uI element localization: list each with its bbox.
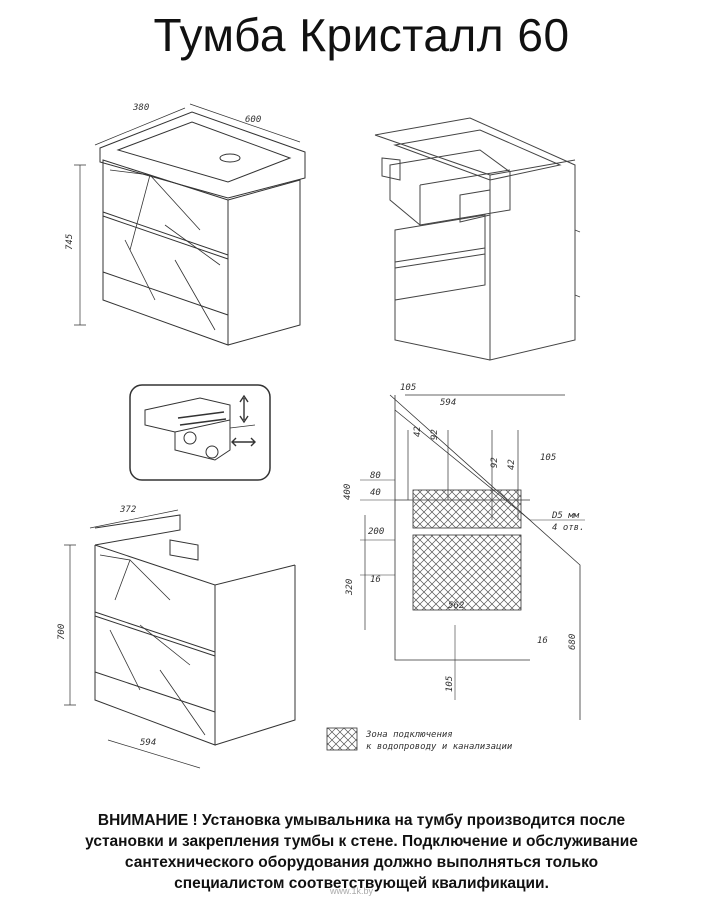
dim-sch-4holes: 4 отв. — [552, 523, 585, 533]
warning-line-4: специалистом соответствующей квалификаци… — [174, 875, 549, 892]
dim-sch-16b: 16 — [537, 636, 548, 646]
dim-top-width: 600 — [245, 115, 261, 125]
dim-sch-105b: 105 — [445, 676, 455, 692]
dim-sch-320: 320 — [345, 579, 355, 596]
warning-line-3: сантехнического оборудования должно выпо… — [124, 854, 599, 871]
page-title: Тумба Кристалл 60 — [153, 9, 570, 61]
dim-bot-height: 700 — [57, 624, 67, 640]
dim-sch-80: 80 — [370, 471, 381, 481]
dim-bot-depth: 372 — [119, 505, 136, 515]
dim-bot-width: 594 — [140, 738, 156, 748]
dim-top-height: 745 — [65, 234, 75, 250]
cabinet-front-view — [64, 509, 296, 769]
dim-sch-92b: 92 — [490, 457, 500, 468]
dim-sch-right: 105 — [540, 453, 556, 463]
cabinet-internal-view — [374, 117, 581, 361]
dim-sch-40: 40 — [370, 488, 381, 498]
dim-sch-width: 594 — [440, 398, 456, 408]
watermark: www.1k.by — [330, 886, 374, 896]
bracket-detail-view — [129, 384, 271, 481]
dim-sch-680: 680 — [568, 634, 578, 650]
dim-sch-42a: 42 — [413, 426, 423, 437]
dim-sch-42b: 42 — [507, 459, 517, 470]
dim-sch-16a: 16 — [370, 575, 381, 585]
dim-sch-200: 200 — [368, 527, 384, 537]
cabinet-with-sink-view — [74, 103, 306, 346]
dim-sch-left: 105 — [400, 383, 416, 393]
connection-zone-lower — [412, 534, 522, 611]
dim-sch-d5: D5 мм — [551, 511, 580, 521]
dim-sch-562: 562 — [448, 601, 464, 611]
legend-hatch-swatch — [326, 727, 358, 751]
dim-top-depth: 380 — [132, 103, 149, 113]
dim-sch-400: 400 — [343, 484, 353, 500]
warning-text: ВНИМАНИЕ ! Установка умывальника на тумб… — [0, 810, 723, 894]
legend-line1: Зона подключения — [365, 730, 453, 740]
warning-line-1: ВНИМАНИЕ ! Установка умывальника на тумб… — [97, 812, 626, 829]
legend-line2: к водопроводу и канализации — [366, 742, 513, 752]
connection-zone-upper — [412, 489, 522, 529]
warning-line-2: установки и закрепления тумбы к стене. П… — [85, 833, 638, 850]
dim-sch-92a: 92 — [430, 429, 440, 440]
